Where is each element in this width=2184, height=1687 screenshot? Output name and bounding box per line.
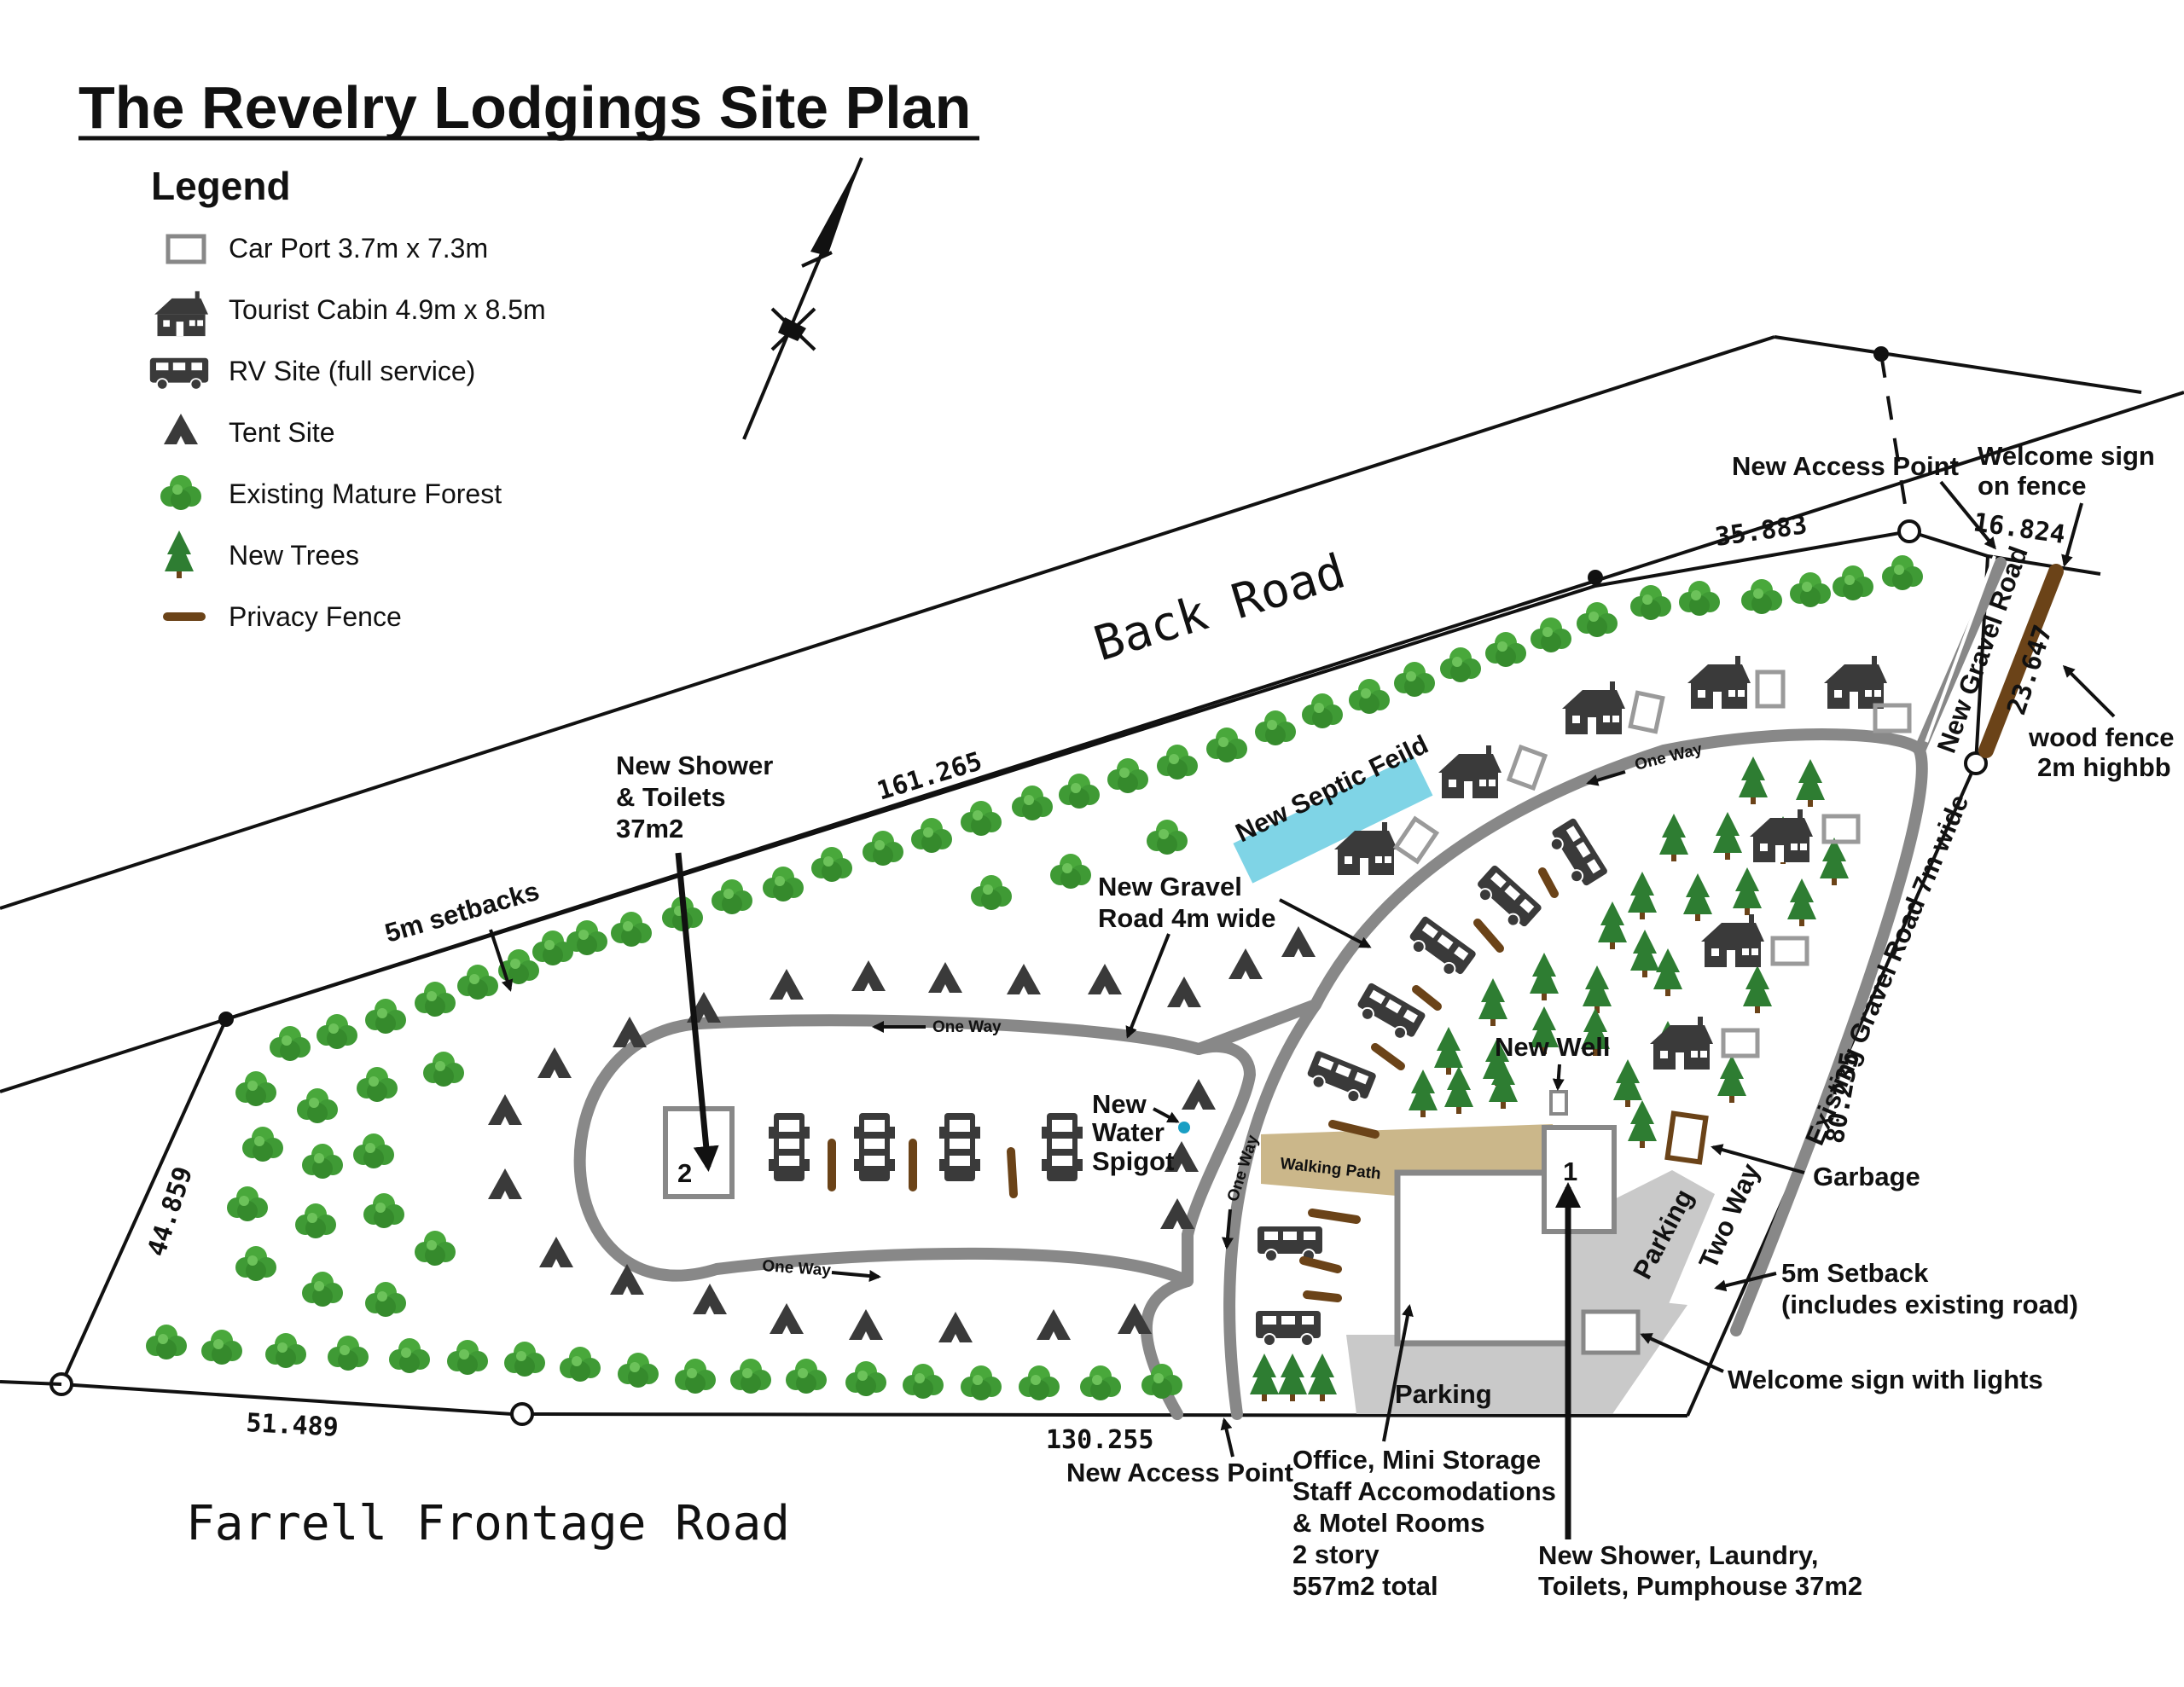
svg-text:New Access Point: New Access Point	[1732, 451, 1959, 481]
svg-text:New Well: New Well	[1495, 1032, 1611, 1062]
legend-carport: Car Port 3.7m x 7.3m	[229, 233, 488, 264]
svg-text:New Gravel: New Gravel	[1098, 872, 1242, 901]
building-2-label: 2	[677, 1158, 692, 1188]
page-title: The Revelry Lodgings Site Plan	[78, 74, 971, 141]
svg-text:(includes existing road): (includes existing road)	[1781, 1290, 2078, 1319]
office-building	[1394, 1169, 1571, 1347]
svg-text:37m2: 37m2	[616, 814, 683, 844]
svg-text:Staff Accomodations: Staff Accomodations	[1292, 1476, 1556, 1506]
callout-access-bottom: New Access Point	[1066, 1417, 1293, 1487]
dimension-top-2: 35.883	[1713, 510, 1809, 553]
shower-building-1	[1542, 1125, 1617, 1234]
svg-text:Water: Water	[1092, 1117, 1165, 1147]
new-well	[1549, 1090, 1568, 1116]
legend-fence: Privacy Fence	[229, 601, 402, 632]
existing-gravel-road-label: Existing Gravel Road 7m wide	[1799, 791, 1974, 1150]
legend-heading: Legend	[151, 164, 291, 208]
callout-water-spigot: New Water Spigot	[1092, 1089, 1180, 1176]
svg-text:5m Setback: 5m Setback	[1781, 1258, 1929, 1288]
svg-text:Welcome sign: Welcome sign	[1978, 441, 2155, 471]
gravel-roads	[573, 555, 2007, 1420]
svg-text:2 story: 2 story	[1292, 1539, 1380, 1569]
svg-text:Spigot: Spigot	[1092, 1146, 1174, 1176]
legend-rv: RV Site (full service)	[229, 356, 475, 386]
svg-text:Toilets, Pumphouse 37m2: Toilets, Pumphouse 37m2	[1538, 1571, 1862, 1601]
legend: Legend Car Port 3.7m x 7.3m Tourist Cabi…	[148, 164, 546, 632]
svg-text:on fence: on fence	[1978, 471, 2086, 501]
septic-field	[1233, 755, 1433, 884]
dimension-bottom-2: 130.255	[1046, 1425, 1153, 1455]
svg-text:5m setbacks: 5m setbacks	[381, 876, 543, 948]
svg-text:557m2 total: 557m2 total	[1292, 1571, 1438, 1601]
back-road-label: Back Road	[1088, 544, 1351, 673]
welcome-sign-lights	[1581, 1309, 1641, 1355]
back-road-edges	[0, 335, 2184, 1386]
wood-fence	[1978, 564, 2064, 758]
callout-gravel-road-4m: New Gravel Road 4m wide	[1098, 872, 1372, 1039]
legend-tent: Tent Site	[229, 417, 335, 448]
callout-setback-5m: 5m Setback (includes existing road)	[1714, 1258, 2078, 1319]
callout-office: Office, Mini Storage Staff Accomodations…	[1292, 1304, 1556, 1601]
svg-text:Office, Mini Storage: Office, Mini Storage	[1292, 1445, 1541, 1475]
parking-label-main: Parking	[1395, 1379, 1492, 1409]
svg-text:New: New	[1092, 1089, 1147, 1119]
tent-icon	[164, 414, 198, 444]
building-1-label: 1	[1563, 1157, 1577, 1186]
frontage-road-label: Farrell Frontage Road	[186, 1496, 790, 1551]
callout-new-well: New Well	[1495, 1032, 1611, 1091]
cabin-icon	[154, 291, 208, 337]
svg-text:& Toilets: & Toilets	[616, 782, 726, 812]
legend-cabin: Tourist Cabin 4.9m x 8.5m	[229, 294, 546, 325]
dimension-top-3: 16.824	[1972, 507, 2067, 550]
dimension-bottom-1: 51.489	[246, 1408, 340, 1443]
callout-new-shower-toilets: New Shower & Toilets 37m2	[616, 751, 773, 1172]
dimension-right-2: 80.235	[1820, 1050, 1865, 1146]
carport-icon	[166, 234, 206, 264]
new-tree-icon	[165, 530, 194, 578]
shower-building-2	[663, 1106, 735, 1199]
callout-welcome-fence: Welcome sign on fence	[1978, 441, 2155, 567]
legend-forest: Existing Mature Forest	[229, 478, 502, 509]
svg-text:& Motel Rooms: & Motel Rooms	[1292, 1508, 1485, 1538]
callout-access-top: New Access Point	[1732, 451, 1996, 550]
north-arrow	[742, 157, 863, 440]
one-way-label-2: One Way	[932, 1018, 1002, 1036]
svg-text:New Access Point: New Access Point	[1066, 1458, 1293, 1487]
forest-icon	[160, 475, 201, 510]
svg-text:New Shower, Laundry,: New Shower, Laundry,	[1538, 1540, 1818, 1570]
garbage-enclosure	[1664, 1110, 1709, 1165]
water-spigot	[1178, 1122, 1190, 1133]
svg-text:Welcome sign with lights: Welcome sign with lights	[1728, 1365, 2043, 1394]
one-way-label-3: One Way	[762, 1257, 832, 1280]
svg-text:New Shower: New Shower	[616, 751, 773, 780]
svg-text:wood fence: wood fence	[2028, 722, 2175, 752]
svg-text:Garbage: Garbage	[1813, 1162, 1920, 1191]
callout-welcome-lights: Welcome sign with lights	[1640, 1333, 2043, 1394]
callout-wood-fence: wood fence 2m highbb	[2028, 664, 2175, 782]
parking-lot-side	[1548, 1170, 1715, 1326]
dimension-left: 44.859	[142, 1163, 199, 1261]
rv-icon	[148, 357, 210, 391]
svg-text:Road 4m wide: Road 4m wide	[1098, 903, 1275, 933]
svg-text:2m highbb: 2m highbb	[2037, 752, 2171, 782]
privacy-fences	[828, 867, 1559, 1302]
callout-shower-laundry: New Shower, Laundry, Toilets, Pumphouse …	[1538, 1182, 1862, 1601]
legend-new-trees: New Trees	[229, 540, 359, 571]
callout-garbage: Garbage	[1711, 1144, 1920, 1191]
